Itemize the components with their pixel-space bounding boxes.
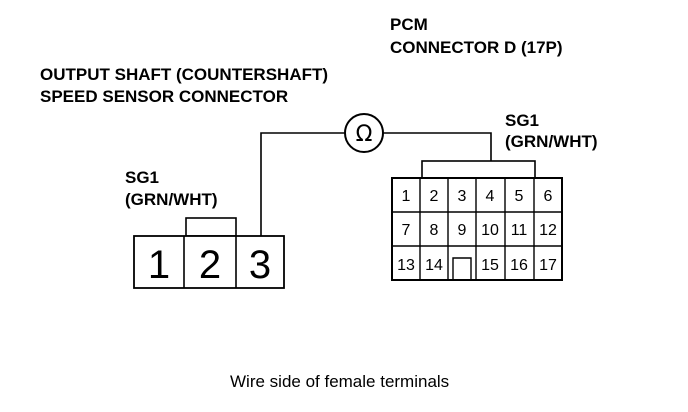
pcm-terminal-9: 9 [458,222,467,239]
sensor-title: OUTPUT SHAFT (COUNTERSHAFT) [40,65,328,84]
pcm-terminal-6: 6 [544,188,553,205]
sensor-sg1-label: SG1 [125,168,159,187]
pcm-terminal-11: 11 [511,222,528,239]
sensor-connector-lock-tab [185,217,237,237]
pcm-wire-color: (GRN/WHT) [505,132,598,151]
pcm-terminal-numbers: 1 2 3 4 5 6 7 8 9 10 11 12 13 14 15 16 1… [397,188,557,274]
sensor-lead [260,132,345,236]
pcm-connector-keyway [452,257,472,280]
diagram-caption: Wire side of female terminals [230,372,449,391]
pcm-terminal-5: 5 [515,188,524,205]
pcm-terminal-17: 17 [539,257,557,274]
sensor-wire-color: (GRN/WHT) [125,190,218,209]
pcm-terminal-3: 3 [458,188,467,205]
ohm-symbol: Ω [356,122,373,147]
pcm-terminal-1: 1 [402,188,411,205]
sensor-terminal-1: 1 [148,243,170,287]
pcm-terminal-8: 8 [430,222,439,239]
pcm-terminal-10: 10 [481,222,499,239]
pcm-terminal-7: 7 [402,222,411,239]
pcm-connector-lock-tab [421,160,536,179]
ohmmeter-icon: Ω [344,113,384,153]
pcm-terminal-14: 14 [425,257,443,274]
sensor-terminal-3: 3 [249,243,271,287]
sensor-connector-body [133,235,285,289]
pcm-terminal-15: 15 [481,257,499,274]
sensor-connector: 1 2 3 [133,217,285,289]
pcm-sg1-label: SG1 [505,111,539,130]
pcm-connector-body [391,177,563,281]
pcm-connector-title: CONNECTOR D (17P) [390,38,563,57]
pcm-connector [391,160,563,281]
pcm-terminal-2: 2 [430,188,439,205]
pcm-terminal-16: 16 [510,257,528,274]
pcm-terminal-13: 13 [397,257,415,274]
pcm-terminal-4: 4 [486,188,495,205]
pcm-title: PCM [390,15,428,34]
pcm-terminal-12: 12 [539,222,557,239]
sensor-terminal-2: 2 [199,243,221,287]
sensor-connector-title: SPEED SENSOR CONNECTOR [40,87,288,106]
